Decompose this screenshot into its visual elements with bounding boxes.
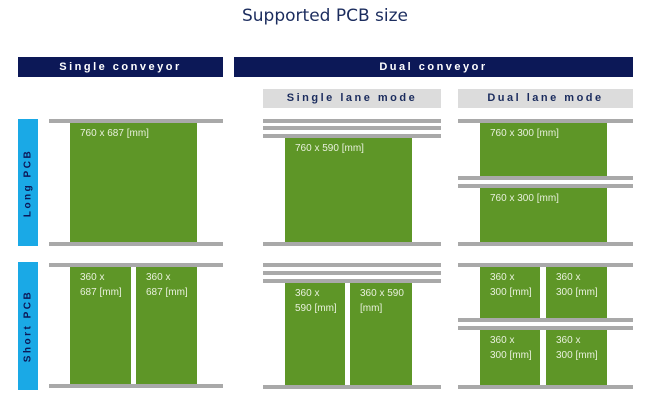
pcb-board: 360 x 300 [mm]	[546, 330, 607, 385]
pcb-board: 360 x 590 [mm]	[285, 283, 345, 385]
conveyor-rail	[458, 318, 633, 322]
single-conveyor-header: Single conveyor	[18, 57, 223, 77]
conveyor-rail	[49, 384, 223, 388]
conveyor-rail	[263, 279, 441, 283]
pcb-board: 760 x 590 [mm]	[285, 138, 412, 242]
short-pcb-text: Short PCB	[22, 289, 34, 363]
single-lane-mode-label: Single lane mode	[263, 89, 441, 108]
short-pcb-label: Short PCB	[18, 262, 38, 390]
conveyor-rail	[49, 263, 223, 267]
conveyor-rail	[263, 119, 441, 123]
conveyor-rail	[458, 263, 633, 267]
pcb-board: 360 x 300 [mm]	[546, 267, 607, 318]
long-pcb-label: Long PCB	[18, 119, 38, 246]
pcb-board: 360 x 590 [mm]	[350, 283, 412, 385]
conveyor-rail	[263, 134, 441, 138]
conveyor-rail	[458, 119, 633, 123]
pcb-board: 360 x 300 [mm]	[480, 267, 540, 318]
pcb-board: 360 x 687 [mm]	[70, 267, 131, 385]
dual-conveyor-header: Dual conveyor	[234, 57, 633, 77]
conveyor-rail	[458, 176, 633, 180]
conveyor-rail	[458, 184, 633, 188]
conveyor-rail	[458, 242, 633, 246]
pcb-board: 760 x 300 [mm]	[480, 123, 607, 176]
conveyor-rail	[458, 385, 633, 389]
conveyor-rail	[263, 271, 441, 275]
long-pcb-text: Long PCB	[22, 148, 34, 217]
dual-lane-mode-label: Dual lane mode	[458, 89, 633, 108]
conveyor-rail	[263, 263, 441, 267]
conveyor-rail	[49, 242, 223, 246]
pcb-board: 360 x 300 [mm]	[480, 330, 540, 385]
page-title: Supported PCB size	[241, 6, 408, 26]
pcb-board: 760 x 687 [mm]	[70, 123, 197, 242]
pcb-board: 760 x 300 [mm]	[480, 188, 607, 242]
conveyor-rail	[263, 385, 441, 389]
pcb-board: 360 x 687 [mm]	[136, 267, 197, 385]
conveyor-rail	[49, 119, 223, 123]
conveyor-rail	[263, 126, 441, 130]
conveyor-rail	[458, 326, 633, 330]
conveyor-rail	[263, 242, 441, 246]
